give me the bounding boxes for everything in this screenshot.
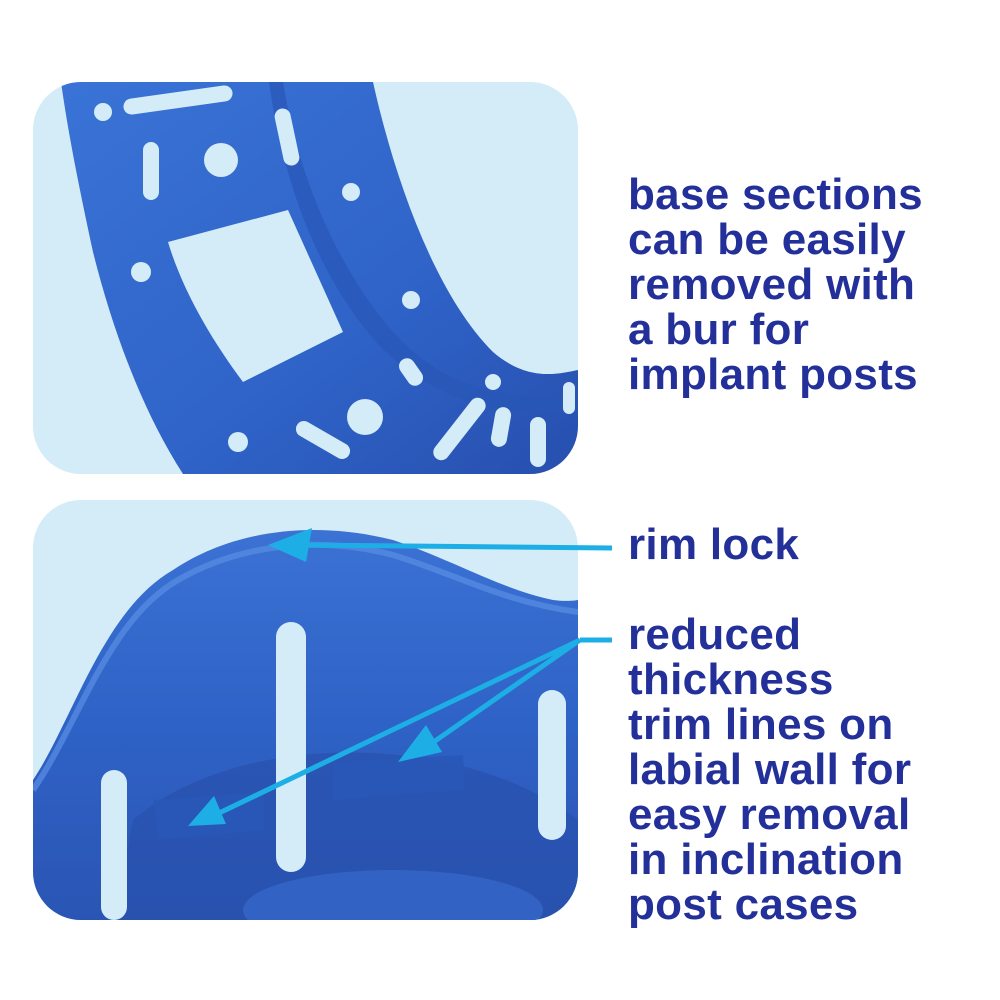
caption-line: labial wall for — [628, 745, 912, 794]
slot — [433, 397, 486, 461]
reduced-thickness-caption: reduced thickness trim lines on labial w… — [628, 612, 911, 927]
slot — [101, 770, 127, 920]
caption-line: trim lines on — [628, 700, 894, 749]
slot — [123, 85, 233, 115]
caption-line: rim lock — [628, 520, 800, 569]
base-sections-caption: base sections can be easily removed with… — [628, 172, 923, 397]
caption-line: post cases — [628, 880, 859, 929]
slot — [398, 358, 424, 386]
rim-lock-caption: rim lock — [628, 522, 799, 567]
hole — [485, 374, 501, 390]
slot — [143, 142, 159, 200]
tray-base-illustration — [61, 82, 578, 474]
slot — [530, 417, 546, 467]
caption-line: can be easily — [628, 215, 906, 264]
caption-line: removed with — [628, 260, 916, 309]
rim-edge — [33, 541, 578, 792]
tray-rim-illustration — [33, 530, 578, 920]
caption-line: base sections — [628, 170, 923, 219]
slot — [276, 622, 306, 872]
caption-line: in inclination — [628, 835, 904, 884]
slot — [295, 421, 351, 459]
hole — [131, 262, 151, 282]
hole — [228, 432, 248, 452]
square-cutout — [168, 210, 343, 382]
hole — [204, 143, 238, 177]
caption-line: implant posts — [628, 350, 918, 399]
hole — [94, 103, 112, 121]
slot — [274, 108, 300, 166]
tray-rim-photo — [33, 500, 578, 920]
caption-line: thickness — [628, 655, 834, 704]
slot — [490, 407, 512, 447]
caption-line: a bur for — [628, 305, 810, 354]
hole — [342, 183, 360, 201]
caption-line: easy removal — [628, 790, 911, 839]
caption-line: reduced — [628, 610, 802, 659]
tray-base-photo — [33, 82, 578, 474]
hole — [347, 399, 383, 435]
slot — [563, 382, 575, 414]
hole — [402, 291, 420, 309]
slot — [538, 690, 566, 840]
